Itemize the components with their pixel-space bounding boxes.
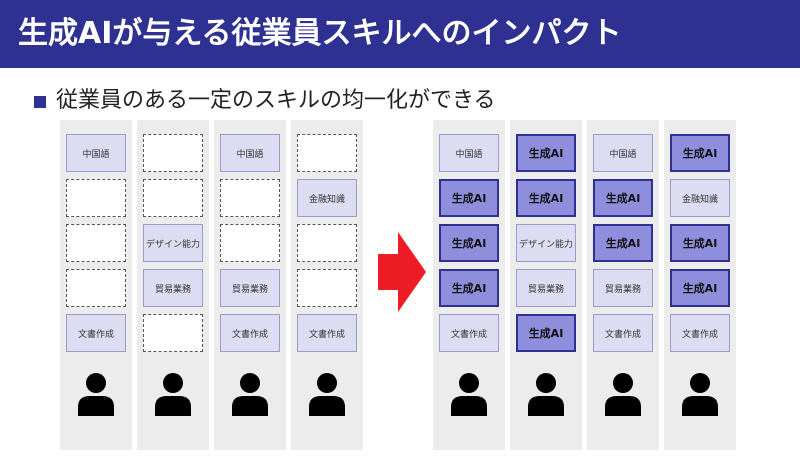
before-column-2: デザイン能力貿易業務 <box>137 120 209 450</box>
ai-skill-cell: 生成AI <box>593 179 653 217</box>
person-icon <box>528 373 564 416</box>
after-column-3: 中国語生成AI 生成AI 貿易業務文書作成 <box>587 120 659 450</box>
ai-skill-cell: 生成AI <box>439 179 499 217</box>
empty-skill-slot <box>220 179 280 217</box>
right-arrow-icon <box>378 232 426 312</box>
title-bar: 生成AIが与える従業員スキルへのインパクト <box>0 0 800 68</box>
skill-cell: 文書作成 <box>66 314 126 352</box>
person-icon <box>605 373 641 416</box>
skill-cell: デザイン能力 <box>143 224 203 262</box>
ai-skill-cell: 生成AI <box>670 224 730 262</box>
empty-skill-slot <box>66 179 126 217</box>
empty-skill-slot <box>297 269 357 307</box>
before-column-4: 金融知識文書作成 <box>291 120 363 450</box>
ai-skill-cell: 生成AI <box>439 224 499 262</box>
empty-skill-slot <box>297 224 357 262</box>
ai-skill-cell: 生成AI <box>670 269 730 307</box>
person-icon <box>155 373 191 416</box>
ai-skill-cell: 生成AI <box>516 134 576 172</box>
skill-cell: 金融知識 <box>670 179 730 217</box>
skill-cell: 貿易業務 <box>143 269 203 307</box>
empty-skill-slot <box>66 224 126 262</box>
empty-skill-slot <box>143 134 203 172</box>
empty-skill-slot <box>143 179 203 217</box>
empty-skill-slot <box>297 134 357 172</box>
skill-cell: 文書作成 <box>220 314 280 352</box>
skill-cell: 金融知識 <box>297 179 357 217</box>
empty-skill-slot <box>220 224 280 262</box>
ai-skill-cell: 生成AI <box>516 179 576 217</box>
person-icon <box>78 373 114 416</box>
before-column-3: 中国語貿易業務文書作成 <box>214 120 286 450</box>
empty-skill-slot <box>66 269 126 307</box>
skill-cell: 貿易業務 <box>220 269 280 307</box>
skill-cell: 文書作成 <box>593 314 653 352</box>
skill-cell: 中国語 <box>439 134 499 172</box>
skill-cell: 中国語 <box>593 134 653 172</box>
skill-cell: 文書作成 <box>439 314 499 352</box>
skill-cell: 文書作成 <box>297 314 357 352</box>
empty-skill-slot <box>143 314 203 352</box>
ai-skill-cell: 生成AI <box>670 134 730 172</box>
skill-cell: 文書作成 <box>670 314 730 352</box>
after-column-1: 中国語生成AI 生成AI 生成AI 文書作成 <box>433 120 505 450</box>
person-icon <box>232 373 268 416</box>
skill-cell: 中国語 <box>220 134 280 172</box>
ai-skill-cell: 生成AI <box>593 224 653 262</box>
ai-skill-cell: 生成AI <box>439 269 499 307</box>
skill-cell: 貿易業務 <box>593 269 653 307</box>
person-icon <box>451 373 487 416</box>
bullet-text: 従業員のある一定のスキルの均一化ができる <box>56 88 496 113</box>
slide-title: 生成AIが与える従業員スキルへのインパクト <box>18 16 622 51</box>
person-icon <box>682 373 718 416</box>
person-icon <box>309 373 345 416</box>
ai-skill-cell: 生成AI <box>516 314 576 352</box>
skill-cell: 貿易業務 <box>516 269 576 307</box>
skill-cell: 中国語 <box>66 134 126 172</box>
skill-cell: デザイン能力 <box>516 224 576 262</box>
bullet-square-icon <box>34 96 46 108</box>
before-column-1: 中国語文書作成 <box>60 120 132 450</box>
